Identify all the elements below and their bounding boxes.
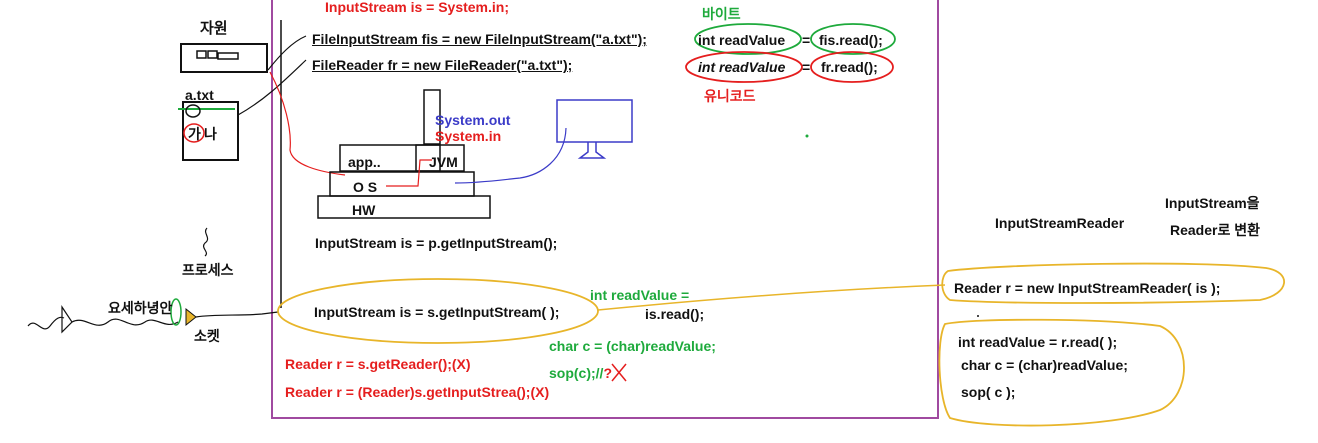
jvm-box bbox=[415, 144, 465, 172]
hw-box bbox=[317, 195, 491, 219]
resource-slot-3 bbox=[217, 52, 239, 60]
byte-label: 바이트 bbox=[702, 6, 741, 22]
socket-icon bbox=[185, 307, 197, 327]
os-label: O S bbox=[353, 179, 378, 195]
isr-label: InputStreamReader bbox=[995, 215, 1125, 231]
resource-slot-1 bbox=[196, 50, 207, 59]
read-code-blob bbox=[938, 318, 1185, 427]
plug-left-icon bbox=[61, 305, 73, 334]
system-in-line: InputStream is = System.in; bbox=[325, 0, 509, 15]
fr-read: fr.read(); bbox=[821, 59, 878, 75]
process-stream-line: InputStream is = p.getInputStream(); bbox=[315, 235, 558, 251]
unicode-int-oval bbox=[685, 51, 803, 83]
socket-stream-line: InputStream is = s.getInputStream( ); bbox=[314, 304, 560, 320]
fis-read: fis.read(); bbox=[819, 32, 883, 48]
sop-line: sop(c);//? bbox=[549, 365, 613, 381]
app-label: app.. bbox=[348, 154, 381, 170]
red-connector-to-stack bbox=[269, 71, 346, 176]
byte-int-read: int readValue bbox=[698, 32, 786, 48]
stream-to-reader-line bbox=[597, 284, 946, 311]
os-box bbox=[329, 171, 475, 197]
socket-stream-oval bbox=[277, 278, 599, 344]
file-char-circle-2 bbox=[183, 123, 205, 143]
monitor-screen bbox=[556, 99, 633, 143]
reader-char-line: char c = (char)readValue; bbox=[961, 357, 1128, 373]
resource-connector bbox=[267, 35, 307, 71]
process-squiggle bbox=[202, 227, 209, 257]
unicode-equals: = bbox=[802, 59, 811, 75]
stray-dot bbox=[805, 134, 809, 138]
file-box bbox=[182, 101, 239, 161]
unicode-label: 유니코드 bbox=[704, 88, 756, 104]
reader-oval bbox=[941, 262, 1285, 304]
monitor-stand bbox=[577, 142, 607, 159]
fis-read-oval bbox=[810, 23, 896, 55]
jvm-tower bbox=[423, 89, 441, 145]
app-box bbox=[339, 144, 441, 172]
file-name-label: a.txt bbox=[185, 87, 214, 103]
program-frame bbox=[271, 0, 939, 419]
cross-mark-icon bbox=[611, 363, 627, 382]
jvm-label: JVM bbox=[429, 154, 458, 170]
resource-box bbox=[180, 43, 268, 73]
system-in-label: System.in bbox=[435, 128, 502, 144]
unicode-int-read: int readValue bbox=[698, 59, 786, 75]
is-read-label: is.read(); bbox=[645, 306, 705, 322]
conversion-line-2: Reader로 변환 bbox=[1170, 222, 1260, 238]
wire-left bbox=[27, 316, 65, 330]
file-connector bbox=[237, 59, 307, 116]
wrong-reader-line-1: Reader r = s.getReader();(X) bbox=[285, 356, 471, 372]
system-out-label: System.out bbox=[435, 112, 511, 128]
reader-constructor-line: Reader r = new InputStreamReader( is ); bbox=[954, 280, 1221, 296]
int-read-label: int readValue = bbox=[590, 287, 690, 303]
socket-wire bbox=[195, 311, 279, 318]
byte-int-oval bbox=[694, 23, 802, 55]
conversion-line-1: InputStream을 bbox=[1165, 195, 1260, 211]
reader-sop-line: sop( c ); bbox=[961, 384, 1016, 400]
file-char-circle-1 bbox=[185, 104, 201, 118]
hw-label: HW bbox=[352, 202, 376, 218]
socket-green-mark bbox=[170, 298, 182, 326]
fr-line: FileReader fr = new FileReader("a.txt"); bbox=[312, 57, 573, 73]
socket-label: 소켓 bbox=[194, 328, 220, 344]
wire-middle bbox=[71, 318, 179, 326]
char-cast-line: char c = (char)readValue; bbox=[549, 338, 716, 354]
resource-label: 자원 bbox=[200, 20, 228, 37]
stray-dot bbox=[977, 315, 979, 317]
os-to-jvm-red-line bbox=[386, 159, 432, 187]
fis-line: FileInputStream fis = new FileInputStrea… bbox=[312, 31, 647, 47]
fr-read-oval bbox=[810, 51, 894, 83]
byte-equals: = bbox=[802, 32, 811, 48]
resource-slot-2 bbox=[207, 50, 218, 59]
reader-read-line: int readValue = r.read( ); bbox=[958, 334, 1118, 350]
process-label: 프로세스 bbox=[182, 262, 234, 278]
message-label: 요세하녕안 bbox=[108, 300, 173, 316]
file-char-na: 나 bbox=[204, 126, 217, 142]
sop-question-mark: ? bbox=[603, 365, 613, 381]
monitor-cable bbox=[454, 127, 567, 184]
file-char-ga: 가 bbox=[188, 126, 201, 142]
wrong-reader-line-2: Reader r = (Reader)s.getInputStrea();(X) bbox=[285, 384, 550, 400]
